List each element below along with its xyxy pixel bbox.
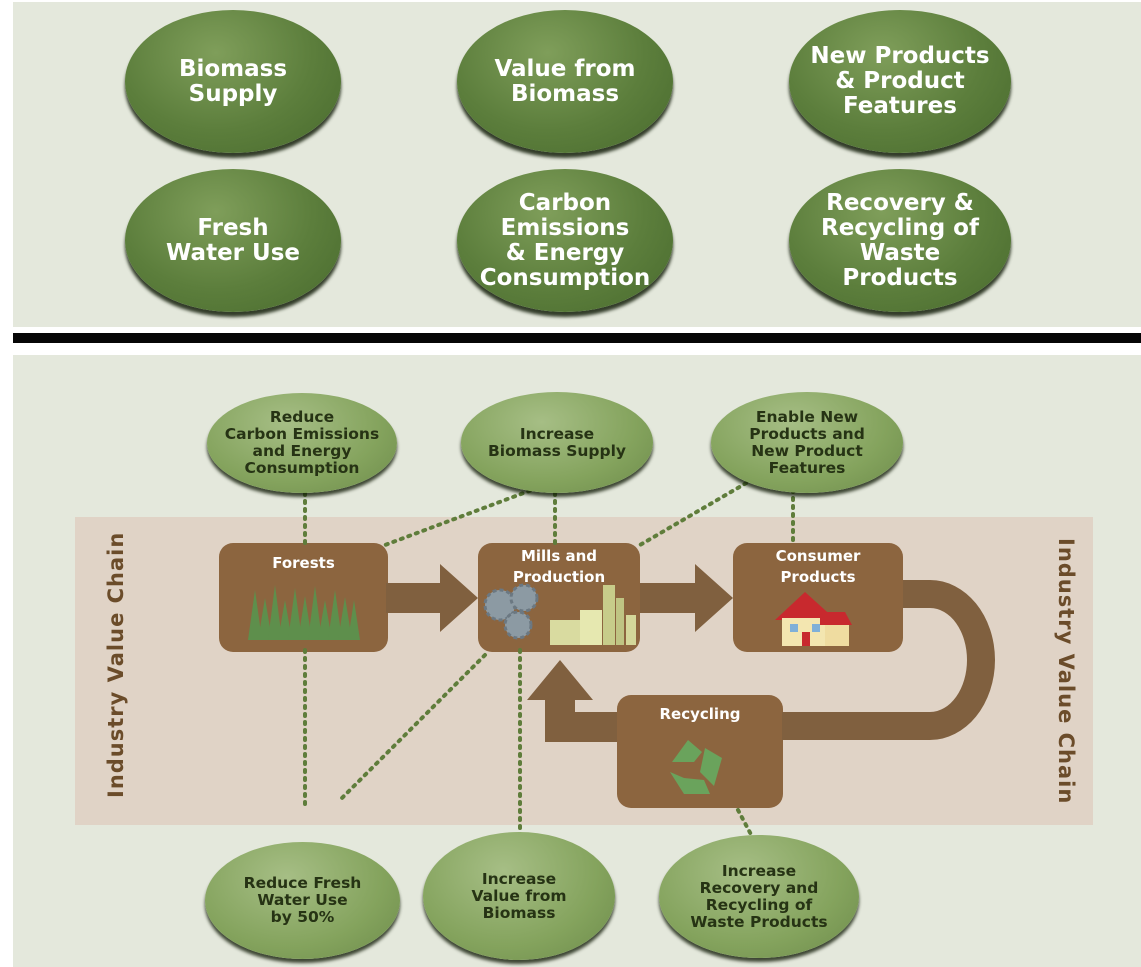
- oval-new-products-label: New Products & Product Features: [810, 43, 990, 119]
- connector-newproducts-mills: [638, 473, 762, 547]
- arrow-forests-to-mills: [386, 564, 478, 632]
- house-icon: [775, 592, 852, 646]
- oval-carbon-emissions: Carbon Emissions & Energy Consumption: [457, 169, 673, 312]
- oval-fresh-water-use: Fresh Water Use: [125, 169, 341, 312]
- goal-enable-new-products: Enable New Products and New Product Feat…: [711, 392, 903, 493]
- side-label-right: Industry Value Chain: [1054, 538, 1078, 805]
- gear-icon: [509, 583, 539, 613]
- goal-enable-new-products-label: Enable New Products and New Product Feat…: [749, 407, 865, 477]
- goal-increase-recovery-label: Increase Recovery and Recycling of Waste…: [690, 861, 828, 931]
- oval-recovery-recycling: Recovery & Recycling of Waste Products: [789, 169, 1011, 312]
- oval-value-from-biomass-label: Value from Biomass: [494, 55, 636, 107]
- goal-increase-biomass: Increase Biomass Supply: [461, 392, 653, 493]
- goal-reduce-fresh-water-label: Reduce Fresh Water Use by 50%: [243, 874, 362, 926]
- stage-mills-production-label: Mills and Production: [512, 547, 606, 586]
- goal-increase-biomass-label: Increase Biomass Supply: [487, 424, 627, 460]
- arrow-consumer-to-recycling: [782, 580, 995, 740]
- goal-reduce-fresh-water: Reduce Fresh Water Use by 50%: [205, 842, 400, 959]
- side-label-left: Industry Value Chain: [104, 531, 128, 798]
- gear-icon: [503, 610, 533, 640]
- connector-biomass-forests: [383, 483, 547, 547]
- flow-arrows: [386, 564, 995, 742]
- arrow-mills-to-consumer: [640, 564, 733, 632]
- forest-trees-icon: [248, 585, 360, 640]
- oval-recovery-recycling-label: Recovery & Recycling of Waste Products: [821, 189, 979, 291]
- goal-increase-recovery: Increase Recovery and Recycling of Waste…: [659, 835, 859, 958]
- dotted-connectors: [303, 473, 795, 844]
- oval-biomass-supply-label: Biomass Supply: [178, 55, 288, 107]
- oval-biomass-supply: Biomass Supply: [125, 10, 341, 153]
- stage-consumer-products: Consumer Products: [733, 543, 903, 652]
- stage-forests-label: Forests: [272, 554, 335, 572]
- recycle-icon: [670, 740, 722, 794]
- arrow-recycling-to-mills: [527, 660, 617, 742]
- goal-increase-value-label: Increase Value from Biomass: [471, 869, 567, 922]
- goal-reduce-carbon-label: Reduce Carbon Emissions and Energy Consu…: [224, 408, 380, 477]
- section-divider: [13, 333, 1141, 343]
- stage-consumer-products-label: Consumer Products: [775, 547, 861, 586]
- stage-recycling-label: Recycling: [659, 705, 741, 723]
- factory-icon: [483, 583, 636, 645]
- oval-fresh-water-use-label: Fresh Water Use: [166, 214, 300, 266]
- oval-new-products: New Products & Product Features: [789, 10, 1011, 153]
- connector-water-mills: [338, 653, 487, 802]
- oval-carbon-emissions-label: Carbon Emissions & Energy Consumption: [479, 189, 651, 291]
- oval-value-from-biomass: Value from Biomass: [457, 10, 673, 153]
- goal-increase-value: Increase Value from Biomass: [423, 832, 615, 960]
- goal-reduce-carbon: Reduce Carbon Emissions and Energy Consu…: [207, 393, 397, 493]
